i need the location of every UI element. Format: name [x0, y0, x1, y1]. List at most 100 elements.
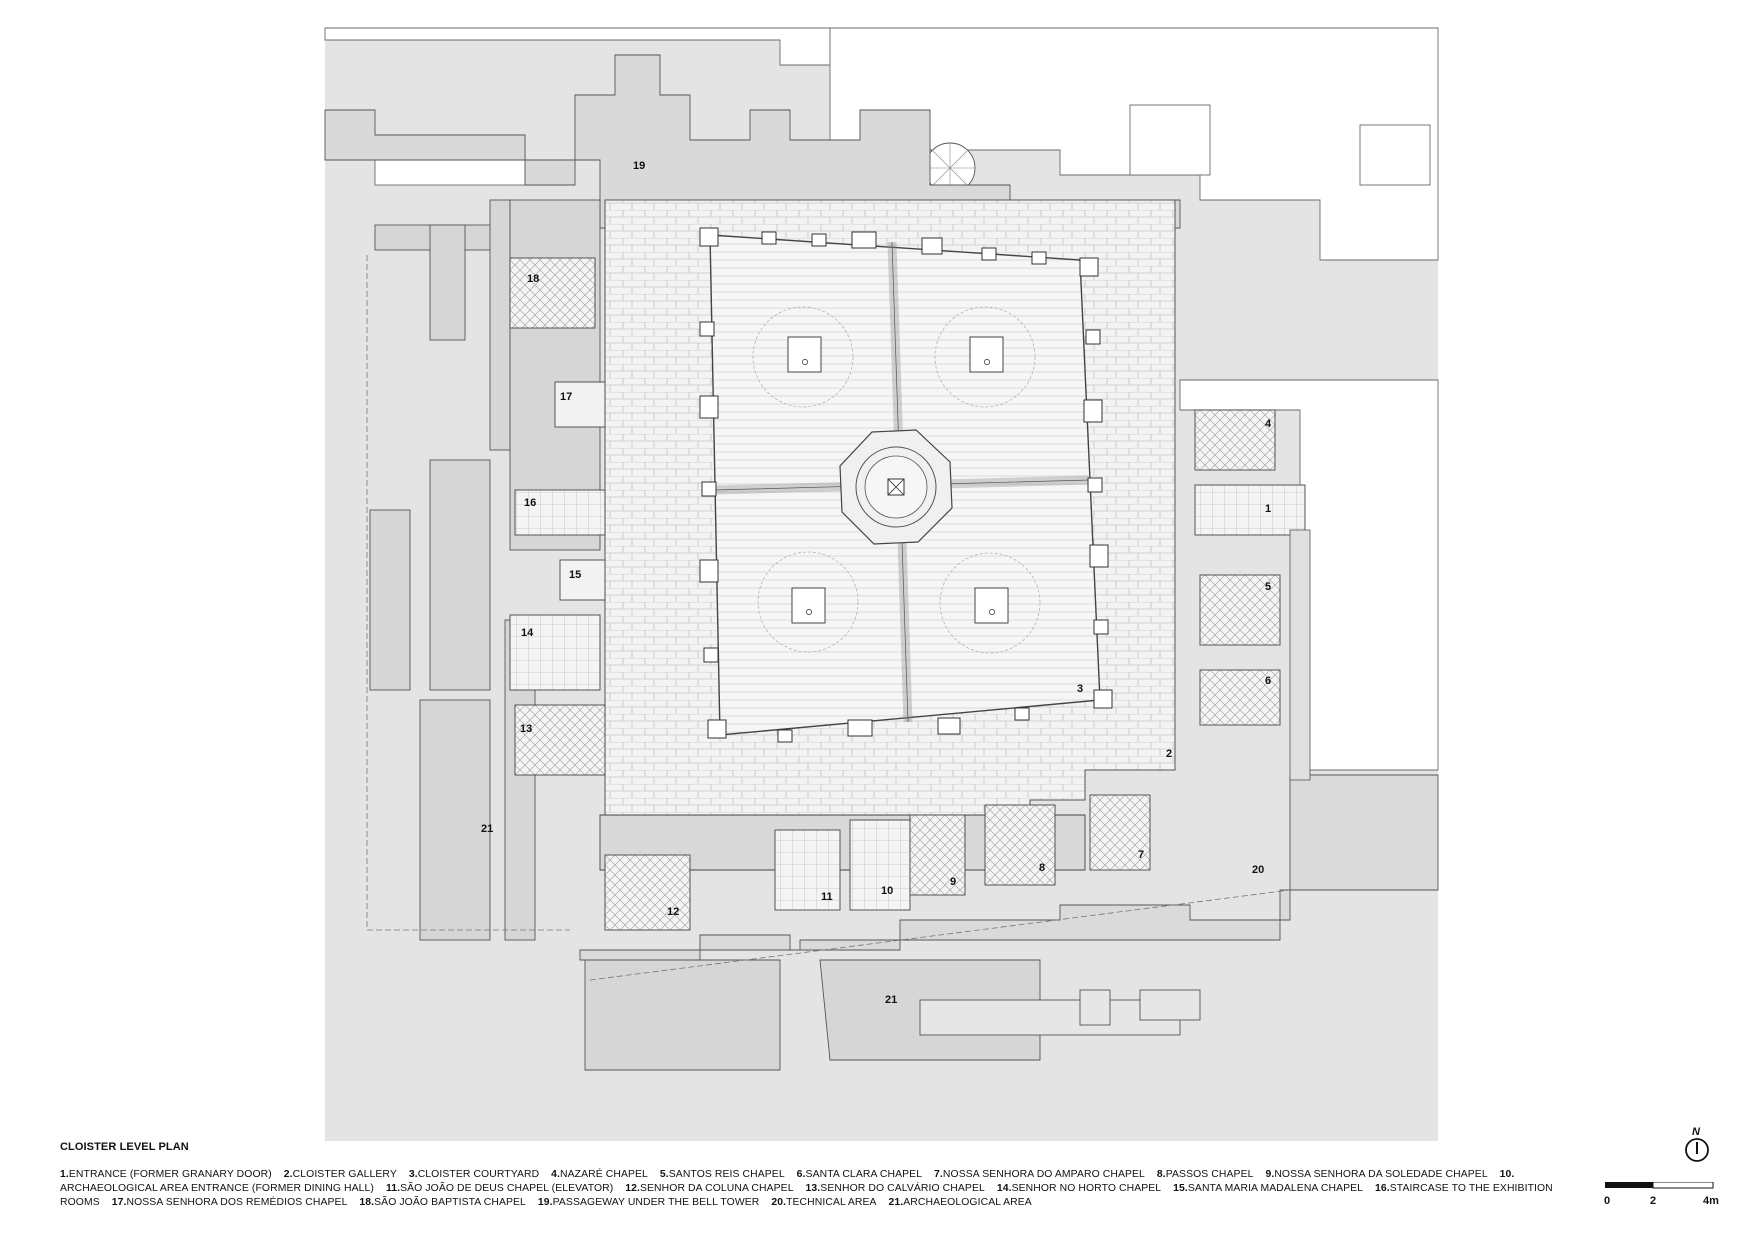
legend-item-text: NAZARÉ CHAPEL — [560, 1169, 648, 1180]
scale-bar — [1605, 1182, 1714, 1189]
legend-item-number: 15. — [1173, 1183, 1188, 1194]
chapel-11 — [774, 829, 841, 911]
label-20: 20 — [1252, 864, 1264, 876]
legend-item-text: SANTOS REIS CHAPEL — [668, 1169, 785, 1180]
chapel-18 — [509, 257, 596, 329]
chapel-4 — [1194, 409, 1276, 471]
legend-item-number: 21. — [888, 1197, 904, 1208]
legend-item-text: ENTRANCE (FORMER GRANARY DOOR) — [68, 1169, 272, 1180]
entrance-10 — [849, 819, 911, 911]
plan-title: CLOISTER LEVEL PLAN — [60, 1141, 189, 1153]
scale-label-0: 0 — [1604, 1195, 1611, 1207]
east-chapels — [1194, 409, 1306, 726]
chapel-17 — [554, 381, 606, 428]
north-arrow-icon — [1685, 1138, 1709, 1162]
archaeo-outline — [366, 255, 570, 931]
chapel-6 — [1199, 669, 1281, 726]
chapel-8 — [984, 804, 1056, 886]
legend-item-text: CLOISTER COURTYARD — [417, 1169, 540, 1180]
legend-item: 15.SANTA MARIA MADALENA CHAPEL — [1173, 1183, 1363, 1194]
legend-item-text: ARCHAEOLOGICAL AREA ENTRANCE (FORMER DIN… — [60, 1183, 374, 1194]
label-12: 12 — [667, 906, 679, 918]
legend-item-text: ARCHAEOLOGICAL AREA — [903, 1197, 1032, 1208]
legend-item: 4.NAZARÉ CHAPEL — [551, 1169, 648, 1180]
legend-item-number: 18. — [359, 1197, 375, 1208]
staircase-16 — [514, 489, 606, 536]
legend-item-number: 10. — [1499, 1169, 1515, 1180]
legend-item-number: 8. — [1156, 1169, 1166, 1180]
legend-item-text: SÃO JOÃO BAPTISTA CHAPEL — [374, 1197, 526, 1208]
north-label: N — [1692, 1126, 1700, 1138]
archaeological-area — [579, 774, 1439, 1071]
label-21-south: 21 — [885, 994, 897, 1006]
entrance-1 — [1194, 484, 1306, 536]
label-5: 5 — [1265, 581, 1271, 593]
chapel-7 — [1089, 794, 1151, 871]
label-3: 3 — [1077, 683, 1083, 695]
label-15: 15 — [569, 569, 581, 581]
legend-item: 7.NOSSA SENHORA DO AMPARO CHAPEL — [934, 1169, 1145, 1180]
legend-item: 21.ARCHAEOLOGICAL AREA — [889, 1197, 1032, 1208]
legend-item-number: 6. — [796, 1169, 806, 1180]
legend-item-number: 14. — [996, 1183, 1012, 1194]
legend-item-text: SANTA CLARA CHAPEL — [805, 1169, 923, 1180]
chapel-13 — [514, 704, 606, 776]
chapel-14 — [509, 614, 601, 691]
legend-item: 13.SENHOR DO CALVÁRIO CHAPEL — [806, 1183, 985, 1194]
chapel-15 — [559, 559, 606, 601]
label-18: 18 — [527, 273, 539, 285]
legend-item-text: SÃO JOÃO DE DEUS CHAPEL (ELEVATOR) — [400, 1183, 614, 1194]
legend-item-text: SENHOR NO HORTO CHAPEL — [1011, 1183, 1162, 1194]
courtyard-pillars — [699, 227, 1113, 743]
scale-label-4m: 4m — [1703, 1195, 1719, 1207]
legend: 1.ENTRANCE (FORMER GRANARY DOOR) 2.CLOIS… — [60, 1168, 1590, 1210]
label-14: 14 — [521, 627, 534, 639]
legend-item: 1.ENTRANCE (FORMER GRANARY DOOR) — [60, 1169, 272, 1180]
chapel-9 — [909, 814, 966, 896]
legend-item: 11.SÃO JOÃO DE DEUS CHAPEL (ELEVATOR) — [386, 1183, 613, 1194]
legend-item-text: SENHOR DO CALVÁRIO CHAPEL — [820, 1183, 985, 1194]
legend-item: 17.NOSSA SENHORA DOS REMÉDIOS CHAPEL — [112, 1197, 348, 1208]
legend-item: 18.SÃO JOÃO BAPTISTA CHAPEL — [359, 1197, 526, 1208]
legend-item-number: 9. — [1265, 1169, 1275, 1180]
label-17: 17 — [560, 391, 572, 403]
label-8: 8 — [1039, 862, 1045, 874]
room-labels: 19 18 17 16 15 14 13 21 12 11 10 9 8 7 2… — [481, 160, 1272, 1006]
legend-item-text: NOSSA SENHORA DA SOLEDADE CHAPEL — [1274, 1169, 1488, 1180]
label-1: 1 — [1265, 503, 1271, 515]
legend-item-text: CLOISTER GALLERY — [292, 1169, 397, 1180]
legend-item-text: PASSOS CHAPEL — [1165, 1169, 1254, 1180]
legend-item: 14.SENHOR NO HORTO CHAPEL — [997, 1183, 1161, 1194]
technical-area-20 — [1289, 529, 1311, 781]
legend-item: 6.SANTA CLARA CHAPEL — [797, 1169, 922, 1180]
legend-item-number: 7. — [934, 1169, 943, 1180]
legend-item-number: 1. — [60, 1169, 69, 1180]
label-7: 7 — [1138, 849, 1144, 861]
label-2: 2 — [1166, 748, 1172, 760]
chapel-5 — [1199, 574, 1281, 646]
label-19: 19 — [633, 160, 645, 172]
legend-item-text: SENHOR DA COLUNA CHAPEL — [640, 1183, 794, 1194]
legend-item-number: 2. — [283, 1169, 293, 1180]
legend-item-text: STAIRCASE TO THE EXHIBITION ROOMS — [60, 1183, 1553, 1208]
legend-item-text: NOSSA SENHORA DO AMPARO CHAPEL — [942, 1169, 1145, 1180]
legend-item-number: 5. — [659, 1169, 669, 1180]
label-6: 6 — [1265, 675, 1271, 687]
cloister-courtyard — [709, 234, 1101, 736]
label-13: 13 — [520, 723, 532, 735]
south-chapels — [599, 794, 1151, 931]
legend-item: 9.NOSSA SENHORA DA SOLEDADE CHAPEL — [1265, 1169, 1487, 1180]
legend-item: 8.PASSOS CHAPEL — [1157, 1169, 1254, 1180]
north-wall — [324, 54, 1181, 229]
legend-item: 3.CLOISTER COURTYARD — [409, 1169, 539, 1180]
legend-item-number: 4. — [551, 1169, 561, 1180]
scale-label-2: 2 — [1650, 1195, 1657, 1207]
legend-item-number: 12. — [625, 1183, 640, 1194]
legend-item: 5.SANTOS REIS CHAPEL — [660, 1169, 785, 1180]
legend-item-text: TECHNICAL AREA — [786, 1197, 877, 1208]
legend-item-number: 3. — [408, 1169, 418, 1180]
legend-item-number: 20. — [771, 1197, 787, 1208]
label-21-west: 21 — [481, 823, 493, 835]
legend-item-number: 19. — [537, 1197, 553, 1208]
legend-item-number: 11. — [385, 1183, 401, 1194]
